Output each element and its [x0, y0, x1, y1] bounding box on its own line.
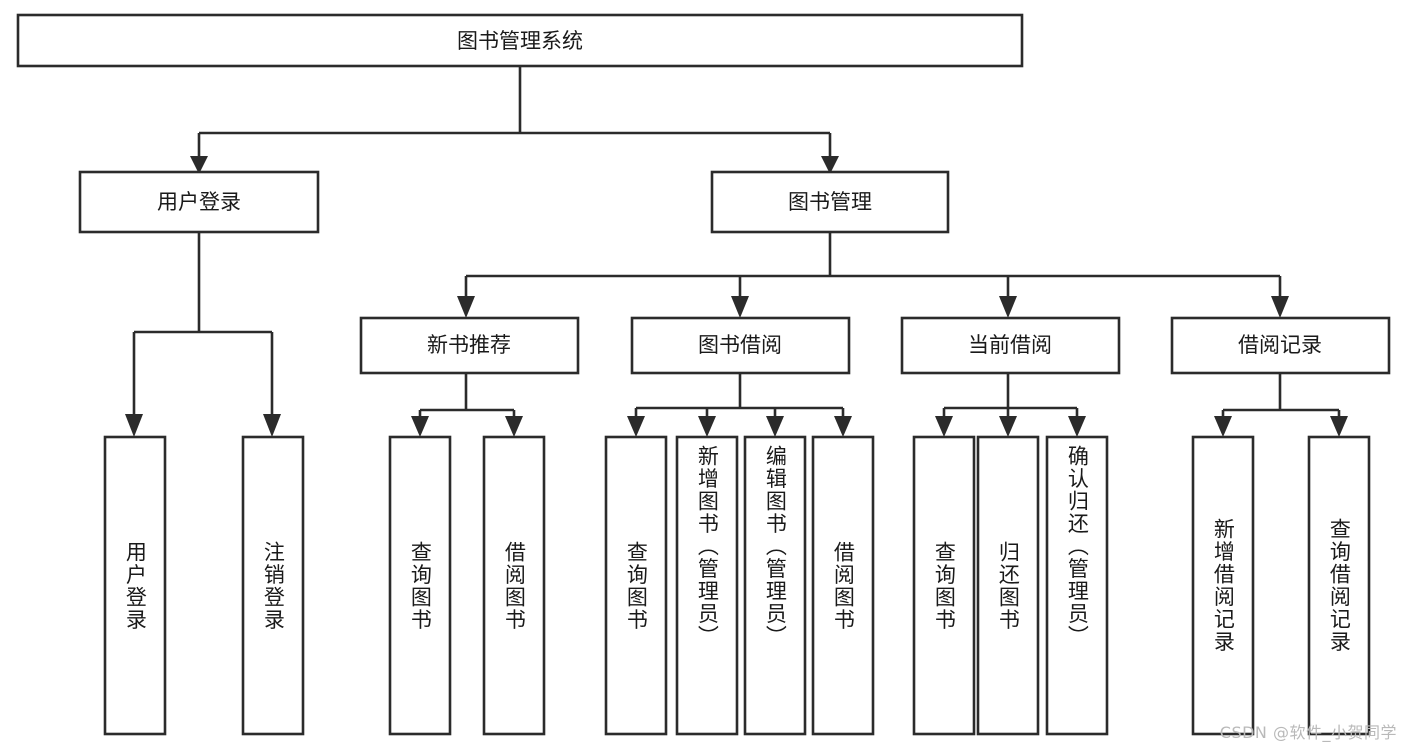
node-book-manage[interactable]: 图书管理 — [710, 170, 950, 234]
arrow-head-leaf-add-book — [698, 416, 716, 437]
arrow-head-user-login — [190, 156, 208, 174]
leaf-box-borrow-book-2[interactable] — [811, 435, 875, 736]
arrow-head-leaf-borrow-book-2 — [834, 416, 852, 437]
arrow-head-leaf-edit-book — [766, 416, 784, 437]
leaf-box-query-book-1[interactable] — [388, 435, 452, 736]
node-user-login-box[interactable] — [78, 170, 320, 234]
connector-group-newbook-to-leaves — [411, 373, 523, 437]
node-borrow-record[interactable]: 借阅记录 — [1170, 316, 1391, 375]
node-new-book-recommend[interactable]: 新书推荐 — [359, 316, 580, 375]
node-borrow-record-box[interactable] — [1170, 316, 1391, 375]
leaf-box-confirm-return[interactable] — [1045, 435, 1109, 736]
node-user-login[interactable]: 用户登录 — [78, 170, 320, 234]
arrow-head-leaf-user-login — [125, 414, 143, 437]
node-book-borrow-label: 图书借阅 — [698, 333, 782, 357]
leaf-box-add-book[interactable] — [675, 435, 739, 736]
leaf-box-borrow-book-1[interactable] — [482, 435, 546, 736]
leaf-box-add-record[interactable] — [1191, 435, 1255, 736]
arrow-head-leaf-borrow-book-1 — [505, 416, 523, 437]
leaf-box-query-book-2[interactable] — [604, 435, 668, 736]
node-root[interactable]: 图书管理系统 — [16, 13, 1024, 68]
arrow-head-leaf-add-record — [1214, 416, 1232, 437]
arrow-head-leaf-query-book-2 — [627, 416, 645, 437]
arrow-head-book-borrow — [731, 296, 749, 318]
leaf-box-return-book[interactable] — [976, 435, 1040, 736]
node-root-label: 图书管理系统 — [457, 29, 583, 53]
connector-group-borrowrecord-to-leaves — [1214, 373, 1348, 437]
node-current-borrow[interactable]: 当前借阅 — [900, 316, 1121, 375]
arrow-head-leaf-logout — [263, 414, 281, 437]
leaf-box-query-book-3[interactable] — [912, 435, 976, 736]
connector-group-bookmanage-to-level3 — [457, 232, 1289, 318]
leaf-box-user-login[interactable] — [103, 435, 167, 736]
csdn-watermark: CSDN @软件_小贺同学 — [1219, 723, 1397, 742]
arrow-head-leaf-query-record — [1330, 416, 1348, 437]
node-book-manage-box[interactable] — [710, 170, 950, 234]
leaf-box-logout[interactable] — [241, 435, 305, 736]
node-current-borrow-box[interactable] — [900, 316, 1121, 375]
connector-group-userlogin-to-leaves — [125, 232, 281, 437]
arrow-head-leaf-confirm-return — [1068, 416, 1086, 437]
node-book-manage-label: 图书管理 — [788, 190, 872, 214]
arrow-head-leaf-query-book-1 — [411, 416, 429, 437]
leaf-box-query-record[interactable] — [1307, 435, 1371, 736]
connector-group-bookborrow-to-leaves — [627, 373, 852, 437]
node-new-book-recommend-label: 新书推荐 — [427, 333, 511, 357]
node-book-borrow-box[interactable] — [630, 316, 851, 375]
node-root-box[interactable] — [16, 13, 1024, 68]
arrow-head-current-borrow — [999, 296, 1017, 318]
node-borrow-record-label: 借阅记录 — [1238, 333, 1322, 357]
leaf-box-edit-book[interactable] — [743, 435, 807, 736]
node-user-login-label: 用户登录 — [157, 190, 241, 214]
connector-group-currentborrow-to-leaves — [935, 373, 1086, 437]
node-new-book-recommend-box[interactable] — [359, 316, 580, 375]
arrow-head-new-book-recommend — [457, 296, 475, 318]
node-book-borrow[interactable]: 图书借阅 — [630, 316, 851, 375]
arrow-head-leaf-return-book — [999, 416, 1017, 437]
arrow-head-borrow-record — [1271, 296, 1289, 318]
arrow-head-leaf-query-book-3 — [935, 416, 953, 437]
connector-group-root-to-level2 — [190, 66, 839, 174]
node-current-borrow-label: 当前借阅 — [968, 333, 1052, 357]
arrow-head-book-manage — [821, 156, 839, 174]
